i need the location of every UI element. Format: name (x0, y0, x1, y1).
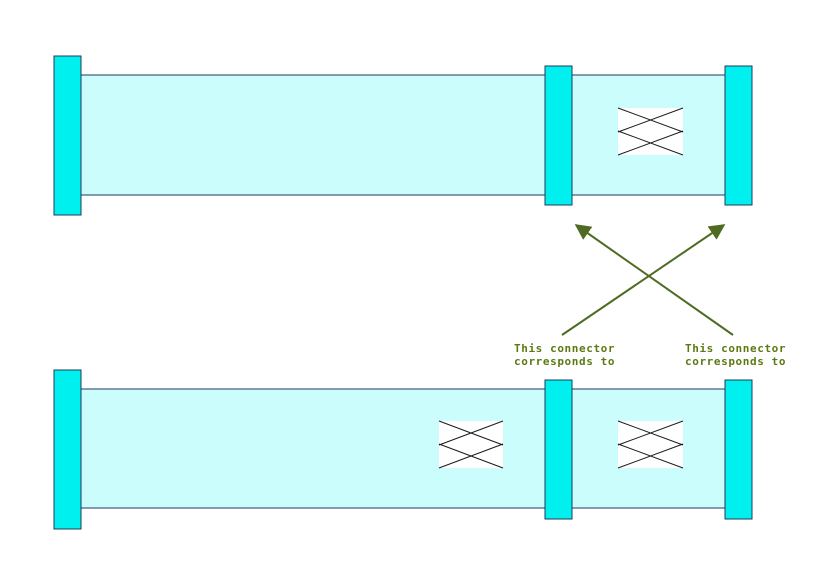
caption-right-line2: corresponds to (685, 355, 786, 368)
top-left-connector (53, 55, 82, 216)
bottom-middle-connector (544, 379, 573, 520)
top-middle-connector (544, 65, 573, 206)
arrow-left-caption-to-right-connector (561, 224, 726, 336)
bottom-left-twist-crossed-wires-icon (438, 420, 504, 469)
top-cable-assembly (53, 55, 753, 216)
caption-right: This connector corresponds to (685, 342, 786, 368)
caption-left-line2: corresponds to (514, 355, 615, 368)
bottom-left-connector (53, 369, 82, 530)
caption-right-line1: This connector (685, 342, 786, 355)
bottom-right-connector (724, 379, 753, 520)
caption-left: This connector corresponds to (514, 342, 615, 368)
caption-left-line1: This connector (514, 342, 615, 355)
bottom-cable-assembly (53, 369, 753, 530)
bottom-right-twist-crossed-wires-icon (617, 420, 684, 469)
arrow-right-caption-to-middle-connector (574, 224, 734, 336)
top-right-connector (724, 65, 753, 206)
top-twist-crossed-wires-icon (617, 107, 684, 156)
